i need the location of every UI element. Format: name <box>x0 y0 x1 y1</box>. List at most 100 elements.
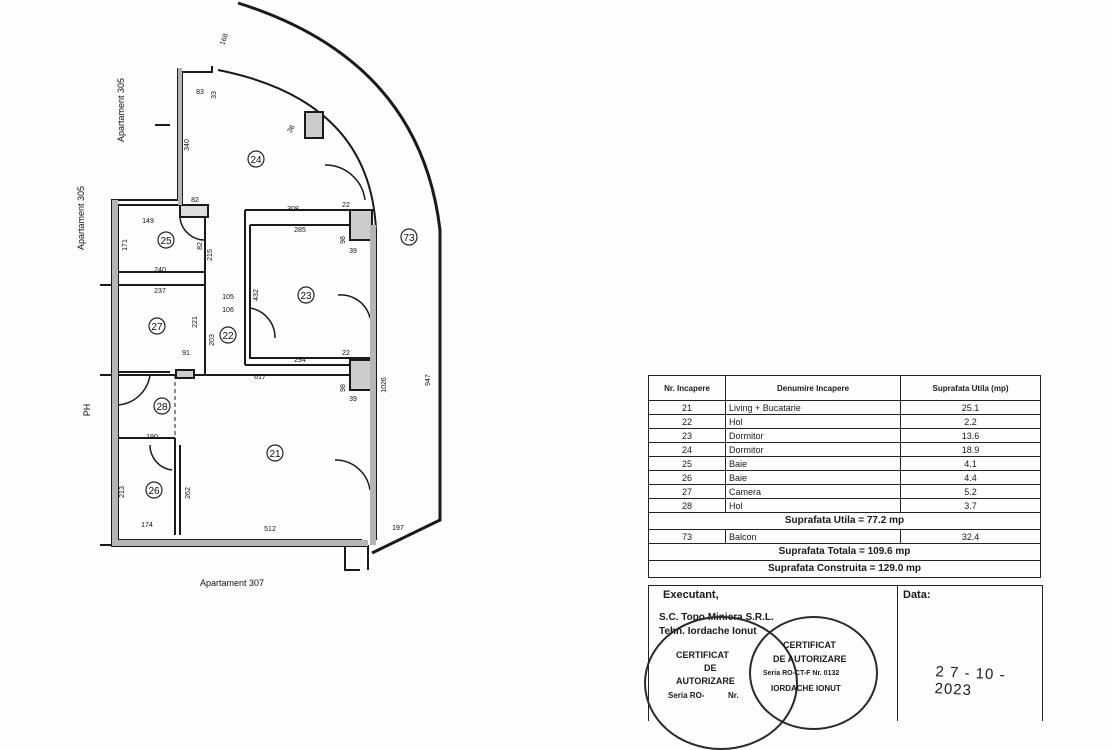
room-name: Baie <box>725 470 901 485</box>
header-area: Suprafata Utila (mp) <box>900 375 1041 401</box>
table-row: 23 Dormitor 13.6 <box>648 428 1041 443</box>
dim-label: 174 <box>141 522 153 529</box>
neighbor-top-label: Apartament 305 <box>116 78 126 142</box>
signature-divider <box>897 586 898 721</box>
header-name: Denumire Incapere <box>725 375 901 401</box>
room-area: 2.2 <box>900 414 1041 429</box>
door-28 <box>117 374 151 406</box>
room-name: Baie <box>725 456 901 471</box>
stamp-text: DE <box>704 663 717 673</box>
room-num-28: 28 <box>156 402 168 413</box>
dim-label: 432 <box>253 289 260 301</box>
room-area: 25.1 <box>900 400 1041 415</box>
date-label: Data: <box>903 589 931 601</box>
balcony-inner-wall <box>217 69 377 540</box>
header-nr: Nr. Incapere <box>648 375 726 401</box>
dim-label: 149 <box>142 218 154 225</box>
dim-label: 171 <box>122 239 129 251</box>
room-area: 32.4 <box>900 529 1041 544</box>
door-26 <box>149 444 173 471</box>
dim-label: 82 <box>197 242 204 250</box>
total-util: Suprafata Utila = 77.2 mp <box>648 512 1041 530</box>
table-row: 24 Dormitor 18.9 <box>648 442 1041 457</box>
room-num-25: 25 <box>160 236 172 247</box>
total-built-area: Suprafata Construita = 129.0 mp <box>648 560 1041 578</box>
table-row: 26 Baie 4.4 <box>648 470 1041 485</box>
room-nr: 21 <box>648 400 726 415</box>
floor-plan: 24 73 25 23 27 22 28 21 26 Apartament 30… <box>76 1 442 588</box>
neighbor-left-label: Apartament 305 <box>76 186 86 250</box>
dim-label: 1026 <box>381 377 388 393</box>
stamp-text: Seria RO-CT-F Nr. 0132 <box>763 670 840 677</box>
dim-label: 221 <box>192 316 199 328</box>
dim-label: 105 <box>222 294 234 301</box>
room-num-24: 24 <box>250 155 262 166</box>
dim-label: 262 <box>185 487 192 499</box>
room-area: 4.4 <box>900 470 1041 485</box>
table-row: 21 Living + Bucatarie 25.1 <box>648 400 1041 415</box>
dim-label: 308 <box>287 206 299 213</box>
room-nr: 25 <box>648 456 726 471</box>
room-num-22: 22 <box>222 331 234 342</box>
table-row: 27 Camera 5.2 <box>648 484 1041 499</box>
room-name: Living + Bucatarie <box>725 400 901 415</box>
wall-23 <box>244 209 375 366</box>
room-num-27: 27 <box>151 322 163 333</box>
room-nr: 27 <box>648 484 726 499</box>
room-area: 4.1 <box>900 456 1041 471</box>
dim-label: 203 <box>209 334 216 346</box>
dim-label: 197 <box>392 525 404 532</box>
room-nr: 26 <box>648 470 726 485</box>
dim-label: 285 <box>294 227 306 234</box>
dim-label: 294 <box>294 357 306 364</box>
dim-label: 33 <box>211 91 218 99</box>
room-name: Dormitor <box>725 442 901 457</box>
certificate-stamp: CERTIFICAT DE AUTORIZARE Seria RO-CT-F N… <box>749 616 878 730</box>
room-num-26: 26 <box>148 486 160 497</box>
room-num-23: 23 <box>300 291 312 302</box>
table-row: 73 Balcon 32.4 <box>648 529 1041 544</box>
room-nr: 73 <box>648 529 726 544</box>
neighbor-side-label: PH <box>82 404 92 417</box>
room-name: Hol <box>725 498 901 513</box>
room-num-21: 21 <box>269 449 281 460</box>
wall-25 <box>118 271 205 286</box>
dim-label: 22 <box>342 202 350 209</box>
stamp-text: Nr. <box>728 691 739 700</box>
stamp-text: CERTIFICAT <box>676 650 729 660</box>
table-row: 22 Hol 2.2 <box>648 414 1041 429</box>
stamp-text: DE AUTORIZARE <box>773 654 847 664</box>
dim-label: 190 <box>146 434 158 441</box>
rooms-table: Nr. Incapere Denumire Incapere Suprafata… <box>648 375 1041 578</box>
table-row: 25 Baie 4.1 <box>648 456 1041 471</box>
dim-label: 512 <box>264 526 276 533</box>
dim-label: 82 <box>191 197 199 204</box>
room-nr: 24 <box>648 442 726 457</box>
door-22 <box>249 307 276 339</box>
dim-label: 237 <box>154 288 166 295</box>
room-area: 18.9 <box>900 442 1041 457</box>
total-area: Suprafata Totala = 109.6 mp <box>648 543 1041 561</box>
room-name: Balcon <box>725 529 901 544</box>
dim-label: 106 <box>222 307 234 314</box>
dim-label: 91 <box>182 350 190 357</box>
room-nr: 28 <box>648 498 726 513</box>
stamp-text: IORDACHE IONUT <box>771 684 841 693</box>
signature-date: 2 7 - 10 - 2023 <box>934 663 1006 700</box>
stamp-text: AUTORIZARE <box>676 676 735 686</box>
dim-label: 36 <box>287 124 297 134</box>
dim-label: 947 <box>425 374 432 386</box>
neighbor-bottom-label: Apartament 307 <box>200 578 264 588</box>
balcony-outer-wall <box>237 1 442 555</box>
dim-label: 168 <box>219 33 230 46</box>
room-nr: 23 <box>648 428 726 443</box>
dim-label: 213 <box>119 486 126 498</box>
dim-label: 22 <box>342 350 350 357</box>
total-row: Suprafata Totala = 109.6 mp <box>648 543 1041 561</box>
dim-label: 617 <box>254 374 266 381</box>
dim-label: 240 <box>154 267 166 274</box>
room-name: Camera <box>725 484 901 499</box>
room-num-73: 73 <box>403 233 415 244</box>
room-name: Dormitor <box>725 428 901 443</box>
table-row: 28 Hol 3.7 <box>648 498 1041 513</box>
